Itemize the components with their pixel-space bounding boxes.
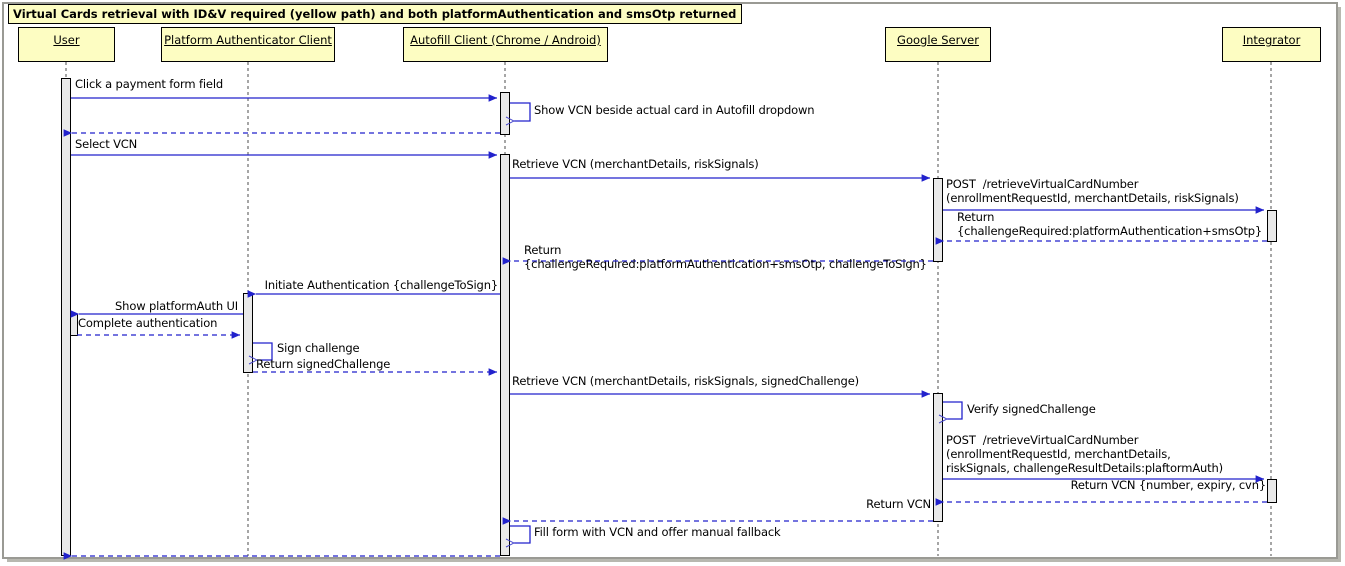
participant-box-user[interactable]: User: [18, 27, 115, 62]
participant-box-platform-authenticator-client[interactable]: Platform Authenticator Client: [161, 27, 335, 62]
participant-box-integrator[interactable]: Integrator: [1222, 27, 1321, 62]
message-label-click-payment-form-field: Click a payment form field: [75, 77, 224, 91]
message-label-return-challenge-required-line1: Return: [957, 210, 995, 224]
message-label-return-challenge-to-sign-line2: {challengeRequired:platformAuthenticatio…: [524, 257, 927, 271]
message-label-return-vcn-details: Return VCN {number, expiry, cvn}: [1070, 478, 1267, 492]
participant-label-platform-authenticator-client: Platform Authenticator Client: [164, 33, 332, 47]
message-label-return-signed-challenge: Return signedChallenge: [256, 357, 391, 371]
participant-label-google-server: Google Server: [897, 33, 979, 47]
message-label-verify-signed-challenge: Verify signedChallenge: [967, 402, 1096, 416]
message-label-fill-form-with-vcn: Fill form with VCN and offer manual fall…: [534, 525, 781, 539]
message-label-post-retrieve-virtual-card-number-2-line3: riskSignals, challengeResultDetails:plaf…: [946, 461, 1224, 475]
participant-label-autofill-client: Autofill Client (Chrome / Android): [410, 33, 601, 47]
message-label-show-platform-auth-ui: Show platformAuth UI: [115, 299, 238, 313]
message-label-show-vcn-dropdown: Show VCN beside actual card in Autofill …: [534, 103, 815, 117]
message-label-return-vcn: Return VCN: [866, 497, 931, 511]
participant-box-autofill-client[interactable]: Autofill Client (Chrome / Android): [403, 27, 608, 62]
message-label-post-retrieve-virtual-card-number-1-line1: POST /retrieveVirtualCardNumber: [946, 177, 1139, 191]
participant-label-user: User: [53, 33, 80, 47]
message-label-select-vcn: Select VCN: [75, 137, 138, 151]
message-label-initiate-authentication: Initiate Authentication {challengeToSign…: [264, 278, 499, 292]
message-label-post-retrieve-virtual-card-number-2-line2: (enrollmentRequestId, merchantDetails,: [946, 447, 1171, 461]
message-label-complete-authentication: Complete authentication: [78, 316, 218, 330]
message-label-sign-challenge: Sign challenge: [277, 341, 360, 355]
participant-label-integrator: Integrator: [1242, 33, 1301, 47]
diagram-title-banner: Virtual Cards retrieval with ID&V requir…: [8, 4, 743, 24]
message-label-retrieve-vcn-1: Retrieve VCN (merchantDetails, riskSigna…: [512, 157, 759, 171]
message-label-retrieve-vcn-2: Retrieve VCN (merchantDetails, riskSigna…: [512, 374, 859, 388]
message-label-return-challenge-to-sign-line1: Return: [524, 243, 562, 257]
participant-box-google-server[interactable]: Google Server: [885, 27, 991, 62]
message-label-post-retrieve-virtual-card-number-1-line2: (enrollmentRequestId, merchantDetails, r…: [946, 191, 1239, 205]
message-label-post-retrieve-virtual-card-number-2-line1: POST /retrieveVirtualCardNumber: [946, 433, 1139, 447]
message-label-return-challenge-required-line2: {challengeRequired:platformAuthenticatio…: [957, 224, 1263, 238]
